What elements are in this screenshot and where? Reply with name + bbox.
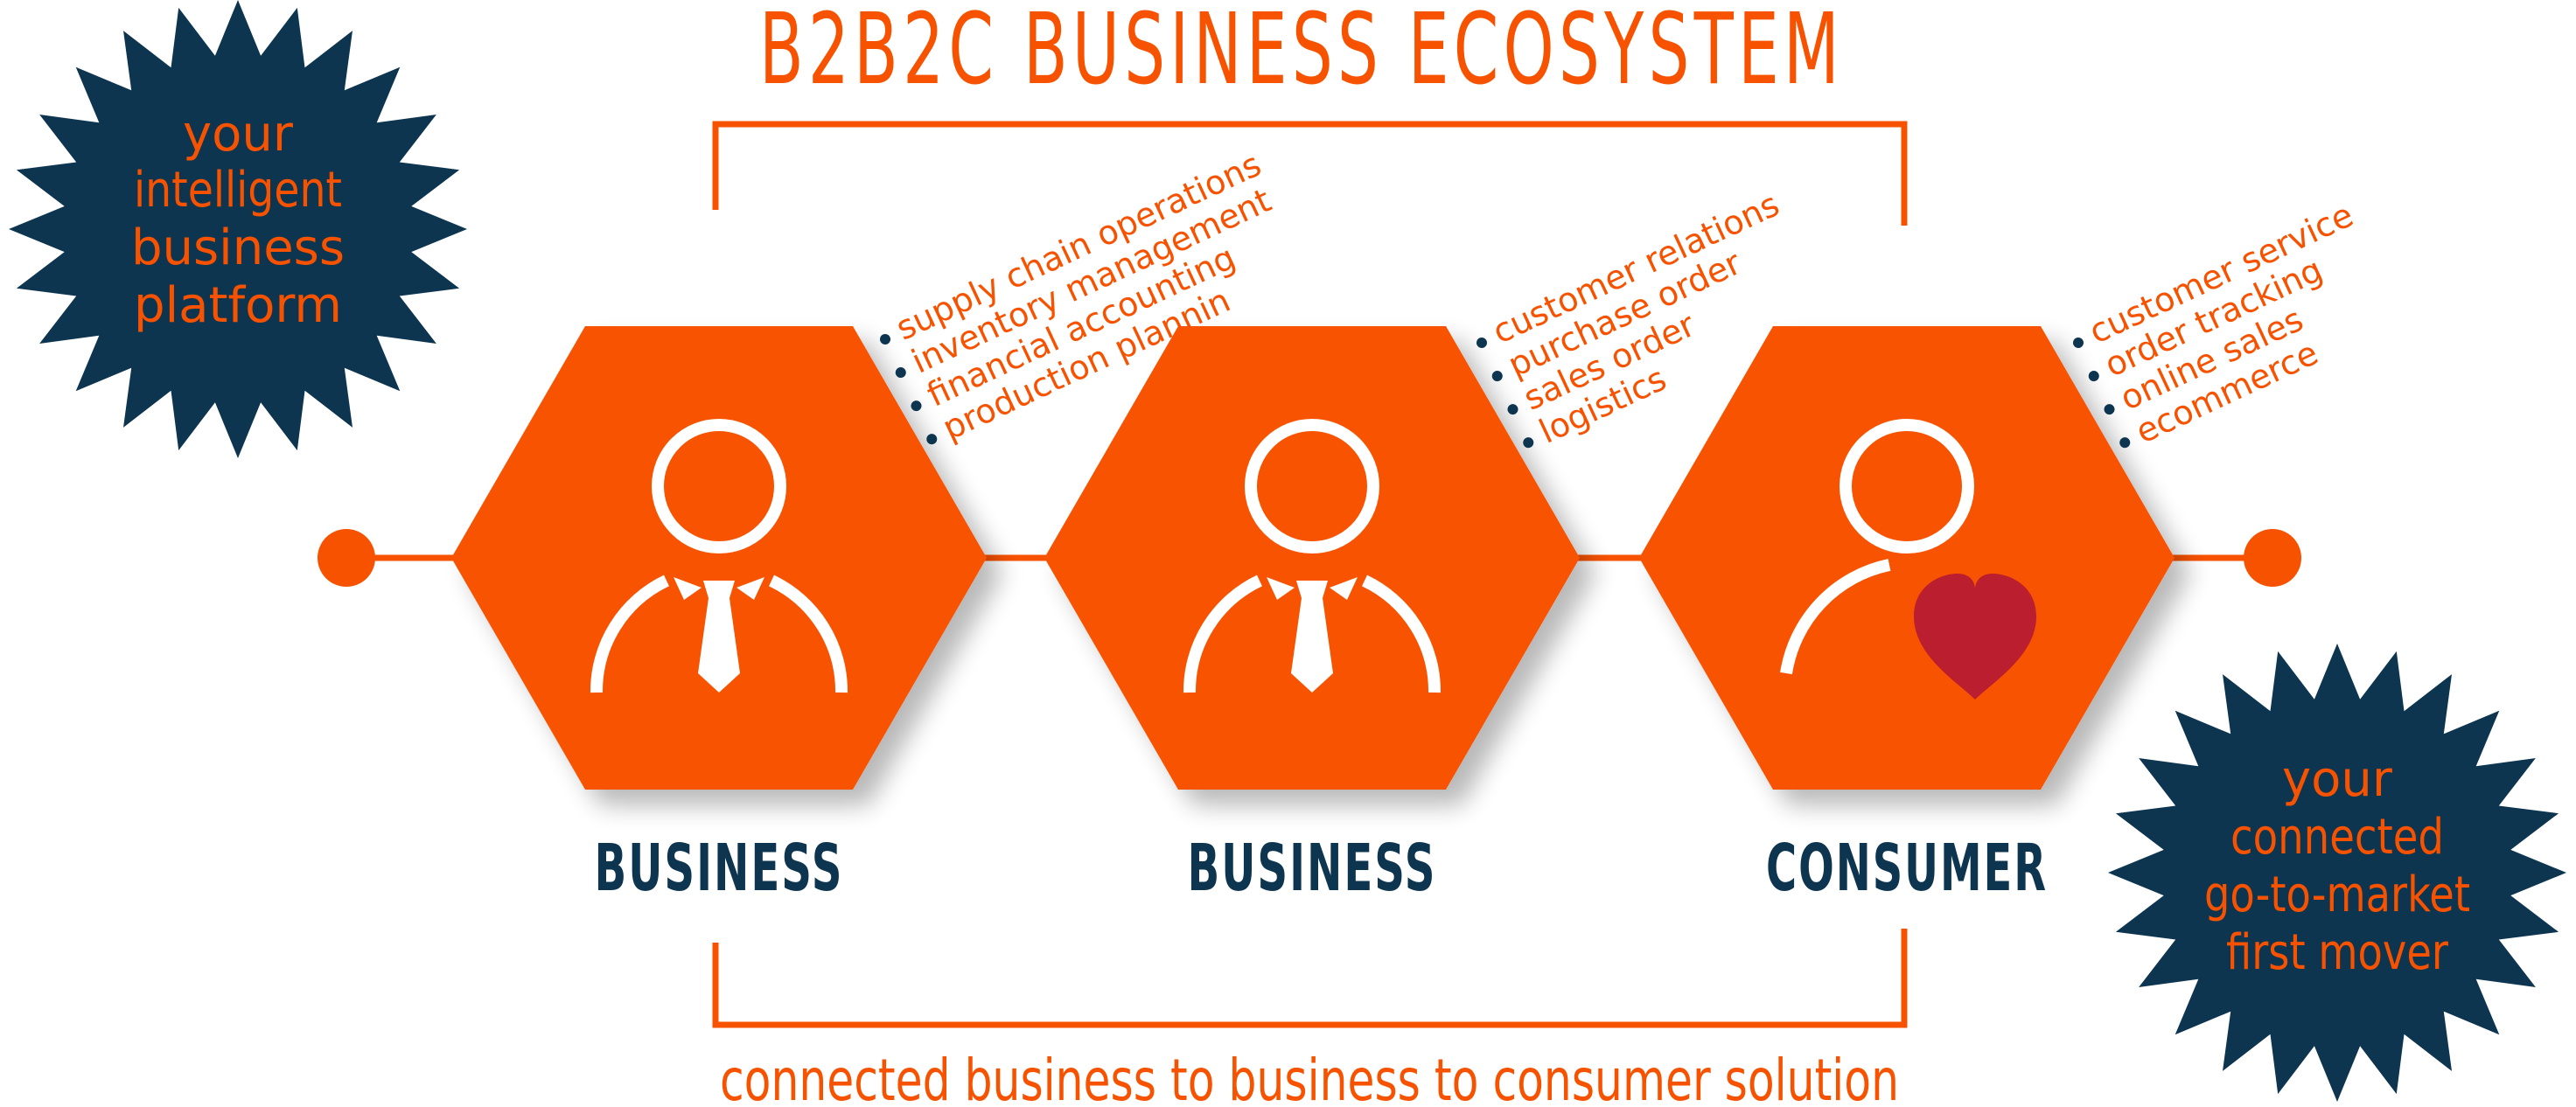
- burst-left-line-1: your: [183, 106, 294, 163]
- node-label-business-2: BUSINESS: [1188, 831, 1437, 906]
- businessman-icon: [590, 419, 848, 693]
- starburst-right-shape: [2108, 644, 2566, 1102]
- starburst-left-shape: [9, 0, 467, 458]
- heart-icon: [1914, 574, 2036, 700]
- starburst-right: your connected go-to-market first mover: [2108, 644, 2566, 1102]
- businessman-icon: [1183, 419, 1442, 693]
- node-label-business-1: BUSINESS: [595, 831, 844, 906]
- hexagon-shape: [1639, 325, 2175, 790]
- burst-right-line-2: connected: [2230, 809, 2444, 866]
- starburst-left: your intelligent business platform: [9, 0, 467, 458]
- burst-right-line-3: go-to-market: [2204, 867, 2470, 923]
- hexagon-shape: [1044, 325, 1580, 790]
- hexagon-node-1: [451, 325, 987, 790]
- node-label-consumer: CONSUMER: [1766, 831, 2048, 906]
- hexagon-shape: [451, 325, 987, 790]
- hexagon-node-2: [1044, 325, 1580, 790]
- burst-left-line-3: business: [131, 219, 345, 276]
- diagram-title: B2B2C BUSINESS ECOSYSTEM: [759, 0, 1844, 107]
- burst-right-line-1: your: [2282, 751, 2393, 808]
- bottom-bracket: [712, 929, 1908, 1028]
- burst-left-line-2: intelligent: [134, 162, 342, 219]
- burst-left-line-4: platform: [134, 277, 342, 334]
- bullet-list-consumer: customer service order tracking online s…: [2073, 195, 2359, 451]
- end-dot: [2244, 529, 2301, 587]
- footer-caption: connected business to business to consum…: [720, 1047, 1899, 1107]
- hexagon-node-3: [1639, 325, 2175, 790]
- burst-right-line-4: first mover: [2226, 924, 2449, 981]
- consumer-heart-icon: [1780, 419, 2036, 700]
- top-bracket: [712, 121, 1908, 226]
- start-dot: [318, 529, 375, 587]
